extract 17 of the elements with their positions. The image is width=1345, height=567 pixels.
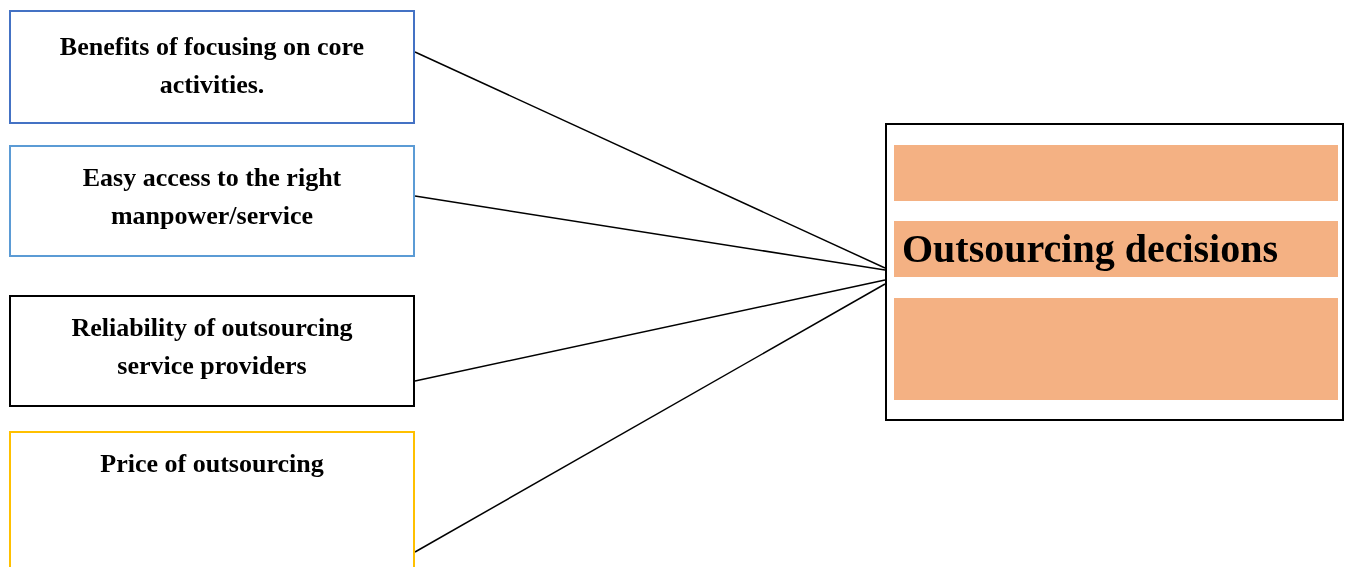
connector-line [414, 279, 886, 382]
box-text: Outsourcing decisions [901, 225, 1279, 273]
text-box [9, 431, 415, 567]
text-box [894, 221, 1338, 277]
box-text: Easy access to the right manpower/service [81, 162, 343, 232]
connector-line [414, 195, 886, 271]
text-box [9, 145, 415, 257]
box-text: Benefits of focusing on core activities. [58, 31, 366, 101]
text-box [9, 295, 415, 407]
text-box [9, 10, 415, 124]
box-text: Price of outsourcing [99, 448, 325, 480]
outline-box [885, 123, 1344, 421]
connector-line [414, 283, 886, 553]
connector-line [414, 51, 886, 269]
box-text: Reliability of outsourcing service providers [70, 312, 354, 382]
filled-bar [894, 145, 1338, 201]
filled-bar [894, 298, 1338, 400]
